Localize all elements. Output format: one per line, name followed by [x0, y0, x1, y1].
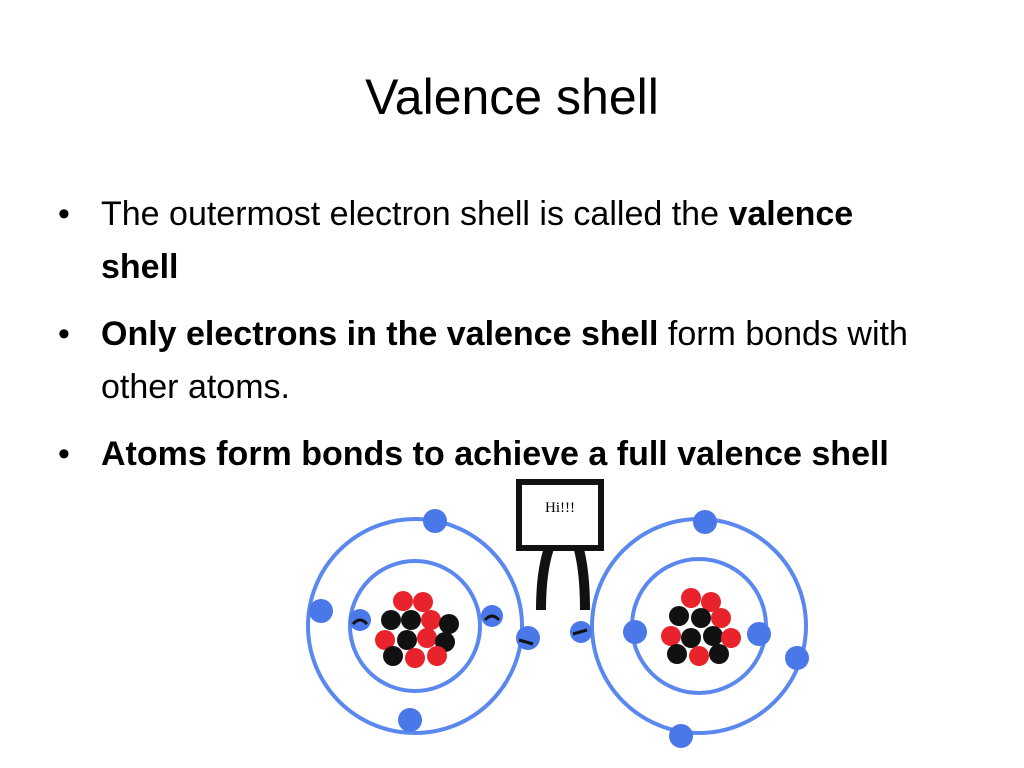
sign-text: Hi!!!: [545, 500, 575, 516]
bullet-text-bold: Only electrons in the valence shell: [101, 315, 659, 353]
electrons: [570, 510, 809, 748]
bullet-list: • The outermost electron shell is called…: [58, 188, 938, 495]
bullet-text-bold: Atoms form bonds to achieve a full valen…: [101, 435, 889, 473]
hi-sign-figure: Hi!!!: [516, 479, 604, 611]
bullet-item: • The outermost electron shell is called…: [58, 188, 938, 294]
bullet-text: form bonds with other atoms.: [101, 315, 908, 406]
electrons: [309, 509, 540, 732]
bullet-icon: •: [58, 195, 70, 233]
bonding-atoms-illustration: Hi!!!: [306, 479, 809, 748]
bullet-icon: •: [58, 435, 70, 473]
left-atom: [306, 509, 540, 735]
nucleus: [661, 588, 741, 666]
bullet-text: The outermost electron shell is called t…: [101, 195, 729, 233]
outer-shell-ring: [306, 517, 524, 735]
nucleus: [375, 591, 459, 668]
right-atom: [570, 510, 809, 748]
bullet-item: • Only electrons in the valence shell fo…: [58, 308, 938, 414]
inner-shell-ring: [348, 559, 482, 693]
bullet-icon: •: [58, 315, 70, 353]
sign-board: [516, 479, 604, 551]
bullet-text-bold: valence shell: [101, 195, 854, 286]
bullet-item: • Atoms form bonds to achieve a full val…: [58, 428, 938, 481]
slide-title: Valence shell: [365, 69, 659, 125]
